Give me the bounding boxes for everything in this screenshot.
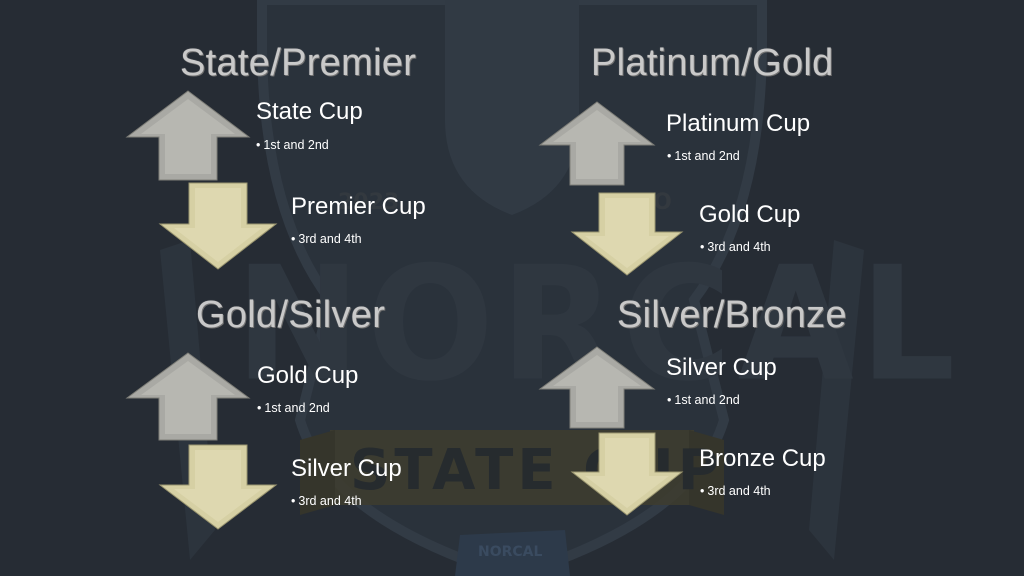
lower-cup-name: Gold Cup bbox=[699, 201, 801, 228]
lower-cup-name: Bronze Cup bbox=[699, 445, 826, 472]
lower-cup-places: •3rd and 4th bbox=[291, 232, 362, 246]
panel-gold-silver: Gold/Silver Gold Cup •1st and 2nd Silver… bbox=[0, 0, 512, 530]
panel-title: Platinum/Gold bbox=[591, 42, 834, 84]
upper-cup-name: Gold Cup bbox=[257, 362, 359, 389]
upper-cup-name: State Cup bbox=[256, 98, 363, 125]
upper-cup-places: •1st and 2nd bbox=[256, 138, 329, 152]
lower-cup-name: Premier Cup bbox=[291, 193, 426, 220]
panel-title: State/Premier bbox=[180, 42, 417, 84]
upper-cup-places: •1st and 2nd bbox=[257, 401, 330, 415]
lower-cup-places: •3rd and 4th bbox=[700, 240, 771, 254]
panel-silver-bronze: Silver/Bronze Silver Cup •1st and 2nd Br… bbox=[0, 0, 847, 516]
upper-cup-places: •1st and 2nd bbox=[667, 393, 740, 407]
up-arrow-icon bbox=[538, 101, 656, 187]
lower-cup-name: Silver Cup bbox=[291, 455, 402, 482]
up-arrow-icon bbox=[538, 346, 656, 430]
upper-cup-name: Silver Cup bbox=[666, 354, 777, 381]
up-arrow-icon bbox=[125, 352, 251, 442]
panel-platinum-gold: Platinum/Gold Platinum Cup •1st and 2nd … bbox=[0, 0, 833, 288]
upper-cup-places: •1st and 2nd bbox=[667, 149, 740, 163]
panel-state-premier: State/Premier State Cup •1st and 2nd Pre… bbox=[0, 0, 512, 288]
panel-title: Silver/Bronze bbox=[617, 294, 847, 336]
upper-cup-name: Platinum Cup bbox=[666, 110, 811, 137]
down-arrow-icon bbox=[570, 192, 684, 276]
down-arrow-icon bbox=[158, 182, 278, 270]
lower-cup-places: •3rd and 4th bbox=[700, 484, 771, 498]
down-arrow-icon bbox=[570, 432, 684, 516]
panel-title: Gold/Silver bbox=[196, 294, 386, 336]
down-arrow-icon bbox=[158, 444, 278, 530]
up-arrow-icon bbox=[125, 90, 251, 182]
lower-cup-places: •3rd and 4th bbox=[291, 494, 362, 508]
